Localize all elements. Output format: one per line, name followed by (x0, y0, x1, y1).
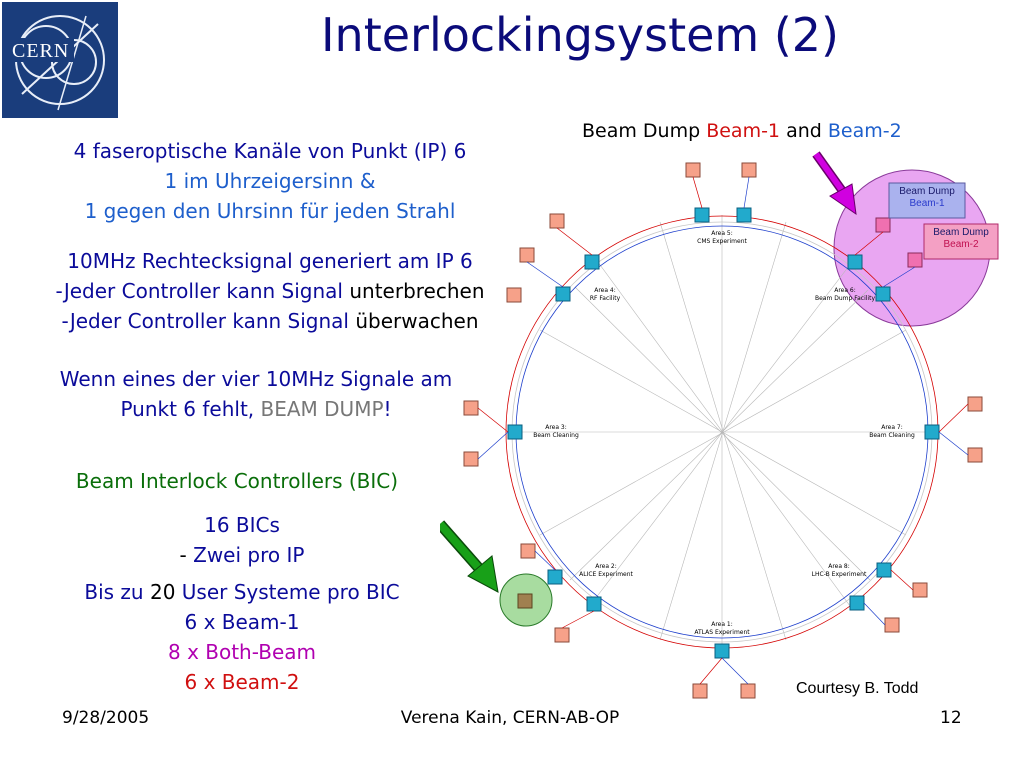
beam-dump2-title: Beam Dump (933, 227, 989, 238)
signal-line2-b: unterbrechen (349, 279, 485, 303)
user-system-4c (506, 287, 522, 303)
beam-dump1-sub: Beam-1 (909, 198, 945, 209)
magenta-arrow-icon (812, 151, 857, 216)
bic-area7 (924, 424, 940, 440)
area-label-8: Area 8:LHC-B Experiment (811, 563, 867, 578)
area-label-2: Area 2:ALICE Experiment (579, 563, 633, 578)
footer-date: 9/28/2005 (62, 708, 150, 728)
area-label-1: Area 1:ATLAS Experiment (694, 621, 750, 636)
user-system-2-highlighted (517, 593, 533, 609)
bic-area4-a (555, 286, 571, 302)
user-system-1b (740, 683, 756, 699)
user-system-4b (519, 247, 535, 263)
user-system-5b (741, 162, 757, 178)
cern-logo: CERN (2, 2, 118, 118)
bic-area5-b (736, 207, 752, 223)
bic-area2-b (547, 569, 563, 585)
dump-line2-a: Punkt 6 fehlt, (120, 397, 261, 421)
ring-spokes (514, 215, 932, 650)
diagram-heading-beam1: Beam-1 (706, 120, 781, 142)
dump-condition: Wenn eines der vier 10MHz Signale am Pun… (0, 364, 512, 424)
area-label-7: Area 7:Beam Cleaning (869, 424, 915, 439)
channel-line3: 1 gegen den Uhrsinn für jeden Strahl (84, 199, 456, 223)
user-system-8b (884, 617, 900, 633)
area-label-5: Area 5:CMS Experiment (697, 230, 747, 245)
user-system-4a (549, 213, 565, 229)
channel-description: 4 faseroptische Kanäle von Punkt (IP) 6 … (0, 136, 540, 226)
user-system-dump2 (907, 252, 923, 268)
lhc-ring-diagram (440, 151, 999, 699)
diagram-heading-a: Beam Dump (582, 120, 707, 142)
beam-dump1-title: Beam Dump (899, 186, 955, 197)
user-system-dump1 (875, 217, 891, 233)
user-system-3b (463, 451, 479, 467)
user-system-5a (685, 162, 701, 178)
bic-area2-a (586, 596, 602, 612)
beam2-count: 6 x Beam-2 (184, 670, 300, 694)
green-arrow-icon (440, 520, 499, 593)
dump-line1: Wenn eines der vier 10MHz Signale am (59, 367, 453, 391)
user-system-3a (463, 400, 479, 416)
beam-dump-beam2-box (923, 223, 999, 260)
cern-logo-graphic (2, 2, 118, 118)
connector-lines (477, 176, 969, 685)
area-label-4: Area 4:RF Facility (589, 287, 621, 302)
signal-line2-a: -Jeder Controller kann Signal (55, 279, 350, 303)
user-system-1a (692, 683, 708, 699)
bic-area3 (507, 424, 523, 440)
dump-line2-b: BEAM DUMP (260, 397, 384, 421)
bic-area5-a (694, 207, 710, 223)
channel-count: 4 (73, 139, 87, 163)
cern-logo-text: CERN (12, 40, 70, 62)
channel-line1: faseroptische Kanäle von Punkt (IP) 6 (92, 139, 467, 163)
channel-line2: 1 im Uhrzeigersinn & (164, 169, 376, 193)
signal-description: 10MHz Rechtecksignal generiert am IP 6 -… (0, 246, 540, 336)
user-line-b: 20 (149, 580, 176, 604)
user-system-2b (520, 543, 536, 559)
beam-dump-beam2-label: Beam Dump Beam-2 (924, 227, 998, 251)
area-label-3: Area 3:Beam Cleaning (533, 424, 579, 439)
signal-line1: 10MHz Rechtecksignal generiert am IP 6 (67, 249, 473, 273)
bic-area8-b (849, 595, 865, 611)
footer-page-number: 12 (940, 708, 962, 728)
slide-title: Interlockingsystem (2) (320, 8, 840, 62)
signal-line3-b: überwachen (355, 309, 479, 333)
both-beam-count: 8 x Both-Beam (167, 640, 317, 664)
user-systems: Bis zu 20 User Systeme pro BIC 6 x Beam-… (0, 577, 484, 697)
bic-heading: Beam Interlock Controllers (BIC) (75, 469, 399, 493)
area-label-6: Area 6:Beam Dump Facility (815, 287, 875, 302)
bic-area8-a (876, 562, 892, 578)
beam-dump2-sub: Beam-2 (943, 239, 979, 250)
signal-line3-a: -Jeder Controller kann Signal (61, 309, 356, 333)
user-system-2a (554, 627, 570, 643)
diagram-heading-beam2: Beam-2 (827, 120, 902, 142)
bic-area6-a (847, 254, 863, 270)
beam1-count: 6 x Beam-1 (184, 610, 300, 634)
user-system-8a (912, 582, 928, 598)
bic-per-ip: Zwei pro IP (193, 543, 305, 567)
dump-line2-c: ! (383, 397, 392, 421)
courtesy-note: Courtesy B. Todd (796, 680, 919, 697)
footer-author: Verena Kain, CERN-AB-OP (400, 708, 620, 728)
diagram-heading-and: and (780, 120, 828, 142)
user-system-7b (967, 447, 983, 463)
user-line-a: Bis zu (84, 580, 150, 604)
user-line-c: User Systeme pro BIC (175, 580, 400, 604)
bic-details: 16 BICs - Zwei pro IP (0, 510, 484, 570)
bic-area1 (714, 643, 730, 659)
bic-count: 16 BICs (204, 513, 280, 537)
beam-dump-beam1-box (888, 182, 966, 219)
diagram-heading: Beam Dump Beam-1 and Beam-2 (582, 120, 902, 142)
user-system-7a (967, 396, 983, 412)
bic-area4-b (584, 254, 600, 270)
beam-dump-beam1-label: Beam Dump Beam-1 (889, 186, 965, 210)
bic-per-ip-dash: - (179, 543, 194, 567)
